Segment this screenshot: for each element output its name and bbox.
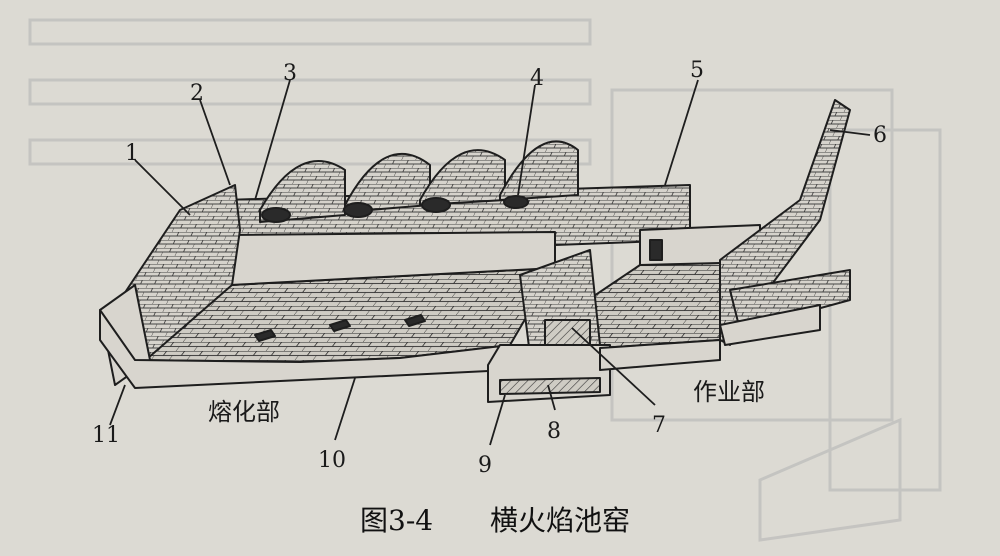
melting-section-label: 熔化部 — [208, 398, 280, 426]
floor-marks — [254, 314, 426, 342]
working-wall — [599, 339, 721, 371]
callout-7: 7 — [652, 413, 666, 438]
figure-title: 横火焰池窑 — [490, 504, 630, 537]
callout-1: 1 — [125, 141, 139, 166]
figure-number: 图3-4 — [360, 504, 433, 537]
callout-4: 4 — [530, 66, 544, 91]
callout-5: 5 — [690, 58, 704, 83]
callout-2: 2 — [190, 81, 204, 106]
callout-6: 6 — [873, 123, 887, 148]
callout-11: 11 — [92, 423, 120, 448]
callout-3: 3 — [283, 61, 297, 86]
furnace-body — [99, 99, 851, 403]
background-bleed — [28, 18, 942, 542]
callout-10: 10 — [318, 448, 346, 473]
port-crowns — [259, 140, 579, 223]
leader-lines — [109, 79, 871, 446]
callout-8: 8 — [547, 419, 561, 444]
working-section-label: 作业部 — [693, 378, 765, 406]
callout-9: 9 — [478, 453, 492, 478]
port-openings — [261, 195, 529, 223]
